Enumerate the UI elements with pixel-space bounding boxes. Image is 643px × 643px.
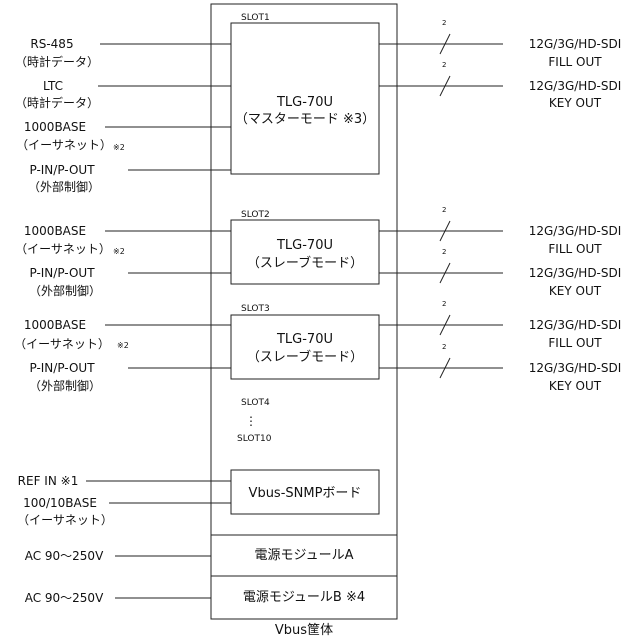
tlg70u-slave-box-slot2 — [230, 219, 380, 285]
pio3-sub-label: （外部制御） — [29, 378, 101, 393]
power-module-a-label: 電源モジュールA — [255, 548, 354, 563]
s1-key-out-sub-label: KEY OUT — [549, 96, 602, 110]
s1-fill-out-label: 12G/3G/HD-SDI — [529, 37, 622, 51]
s2-fill-out-sub-label: FILL OUT — [548, 242, 602, 256]
eth1-sub-label: （イーサネット） — [16, 138, 112, 152]
eth-snmp-sub-label: （イーサネット） — [17, 513, 113, 527]
s3-fill-out-sub-label: FILL OUT — [548, 336, 602, 350]
s3-fill-count: 2 — [442, 300, 446, 308]
ac-b-label: AC 90〜250V — [25, 591, 104, 605]
s2-fill-out-label: 12G/3G/HD-SDI — [529, 224, 622, 238]
eth3-label: 1000BASE — [24, 318, 86, 332]
tlg70u-slave2-mode: （スレーブモード） — [247, 255, 363, 271]
tlg70u-slave2-model: TLG-70U — [276, 238, 333, 253]
slot-ellipsis: ⋮ — [245, 414, 257, 428]
refin-label: REF IN ※1 — [18, 474, 79, 488]
vbus-snmp-board-label: Vbus-SNMPボード — [249, 486, 362, 501]
s2-key-out-label: 12G/3G/HD-SDI — [529, 266, 622, 280]
ltc-label: LTC — [43, 79, 63, 93]
slot4-label: SLOT4 — [241, 398, 270, 408]
s2-fill-count: 2 — [442, 206, 446, 214]
pio1-sub-label: （外部制御） — [28, 179, 100, 194]
pio1-label: P-IN/P-OUT — [29, 163, 95, 177]
vbus-chassis-frame — [210, 3, 398, 620]
vbus-chassis-caption: Vbus筐体 — [275, 622, 333, 638]
tlg70u-master-box — [230, 22, 380, 175]
s3-key-out-label: 12G/3G/HD-SDI — [529, 361, 622, 375]
vbus-snmp-board-box — [230, 469, 380, 515]
pio2-sub-label: （外部制御） — [29, 283, 101, 298]
tlg70u-slave3-mode: （スレーブモード） — [247, 349, 363, 365]
s1-key-count: 2 — [442, 61, 446, 69]
rs485-label: RS-485 — [30, 37, 73, 51]
eth2-note: ※2 — [113, 247, 125, 256]
s3-key-count: 2 — [442, 343, 446, 351]
power-module-b-label: 電源モジュールB ※4 — [243, 590, 365, 605]
s2-key-out-sub-label: KEY OUT — [549, 284, 602, 298]
s3-fill-bus-marker — [439, 314, 451, 336]
rs485-sub-label: （時計データ） — [15, 54, 99, 69]
s1-key-out-label: 12G/3G/HD-SDI — [529, 79, 622, 93]
tlg70u-slave-box-slot3 — [230, 314, 380, 380]
s2-fill-bus-marker — [439, 220, 451, 242]
s1-key-bus-marker — [439, 75, 451, 97]
slot1-label: SLOT1 — [241, 13, 270, 23]
s1-fill-out-sub-label: FILL OUT — [548, 55, 602, 69]
slot3-label: SLOT3 — [241, 304, 270, 314]
ac-a-label: AC 90〜250V — [25, 549, 104, 563]
tlg70u-master-mode: （マスターモード ※3） — [235, 112, 375, 127]
tlg70u-master-model: TLG-70U — [276, 95, 333, 110]
eth1-note: ※2 — [113, 143, 125, 152]
eth-snmp-label: 100/10BASE — [23, 496, 97, 510]
s2-key-bus-marker — [439, 262, 451, 284]
s3-fill-out-label: 12G/3G/HD-SDI — [529, 318, 622, 332]
s1-fill-bus-marker — [439, 33, 451, 55]
s3-key-out-sub-label: KEY OUT — [549, 379, 602, 393]
eth3-note: ※2 — [117, 341, 129, 350]
slot2-label: SLOT2 — [241, 210, 270, 220]
pio3-label: P-IN/P-OUT — [29, 361, 95, 375]
eth1-label: 1000BASE — [24, 120, 86, 134]
pio2-label: P-IN/P-OUT — [29, 266, 95, 280]
eth2-label: 1000BASE — [24, 224, 86, 238]
slot10-label: SLOT10 — [237, 434, 272, 444]
eth3-sub-label: （イーサネット） — [14, 337, 110, 351]
tlg70u-slave3-model: TLG-70U — [276, 332, 333, 347]
s2-key-count: 2 — [442, 248, 446, 256]
s1-fill-count: 2 — [442, 19, 446, 27]
ltc-sub-label: （時計データ） — [15, 95, 99, 110]
eth2-sub-label: （イーサネット） — [15, 242, 111, 256]
s3-key-bus-marker — [439, 357, 451, 379]
